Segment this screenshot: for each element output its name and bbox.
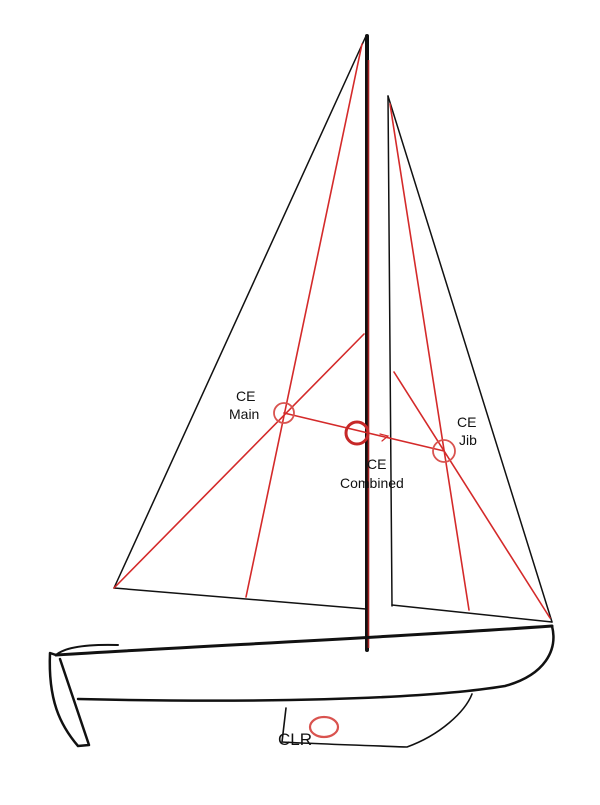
hull-sheer-line — [54, 624, 554, 657]
jib-construction-lines — [389, 103, 551, 619]
jib — [387, 95, 553, 623]
mainsail-leech — [113, 35, 367, 589]
ce-jib-label-line1: CE — [457, 414, 476, 430]
mainsail-foot-boom — [113, 587, 367, 610]
hull-transom — [48, 651, 91, 748]
ce-combined-label-line2: Combined — [340, 475, 404, 491]
main-median-from-head — [245, 43, 363, 598]
clr-marker — [308, 715, 340, 739]
jib-median-from-tack — [393, 371, 551, 619]
mast — [365, 34, 370, 652]
ce-connector — [283, 412, 445, 452]
hull — [48, 624, 555, 748]
clr-label: CLR — [278, 730, 312, 749]
ce-main-marker — [273, 402, 295, 424]
jib-leech-upper — [387, 95, 393, 607]
keel — [281, 693, 473, 748]
stern-rail — [55, 643, 119, 656]
keel-outline — [281, 693, 473, 748]
ce-combined-marker — [344, 420, 370, 446]
main-median-from-clew — [113, 333, 365, 589]
ce-main-label-line1: CE — [236, 388, 255, 404]
jib-median-from-head — [389, 103, 470, 611]
jib-luff-forestay — [387, 95, 553, 623]
mainsail — [113, 35, 367, 610]
mainsail-construction-lines — [113, 43, 365, 598]
ce-main-label-line2: Main — [229, 406, 259, 422]
ce-combined-label-line1: CE — [367, 456, 386, 472]
jib-foot — [391, 604, 553, 623]
ce-jib-label-line2: Jib — [459, 432, 477, 448]
ce-jib-marker — [432, 439, 456, 463]
hull-bottom — [76, 624, 555, 702]
